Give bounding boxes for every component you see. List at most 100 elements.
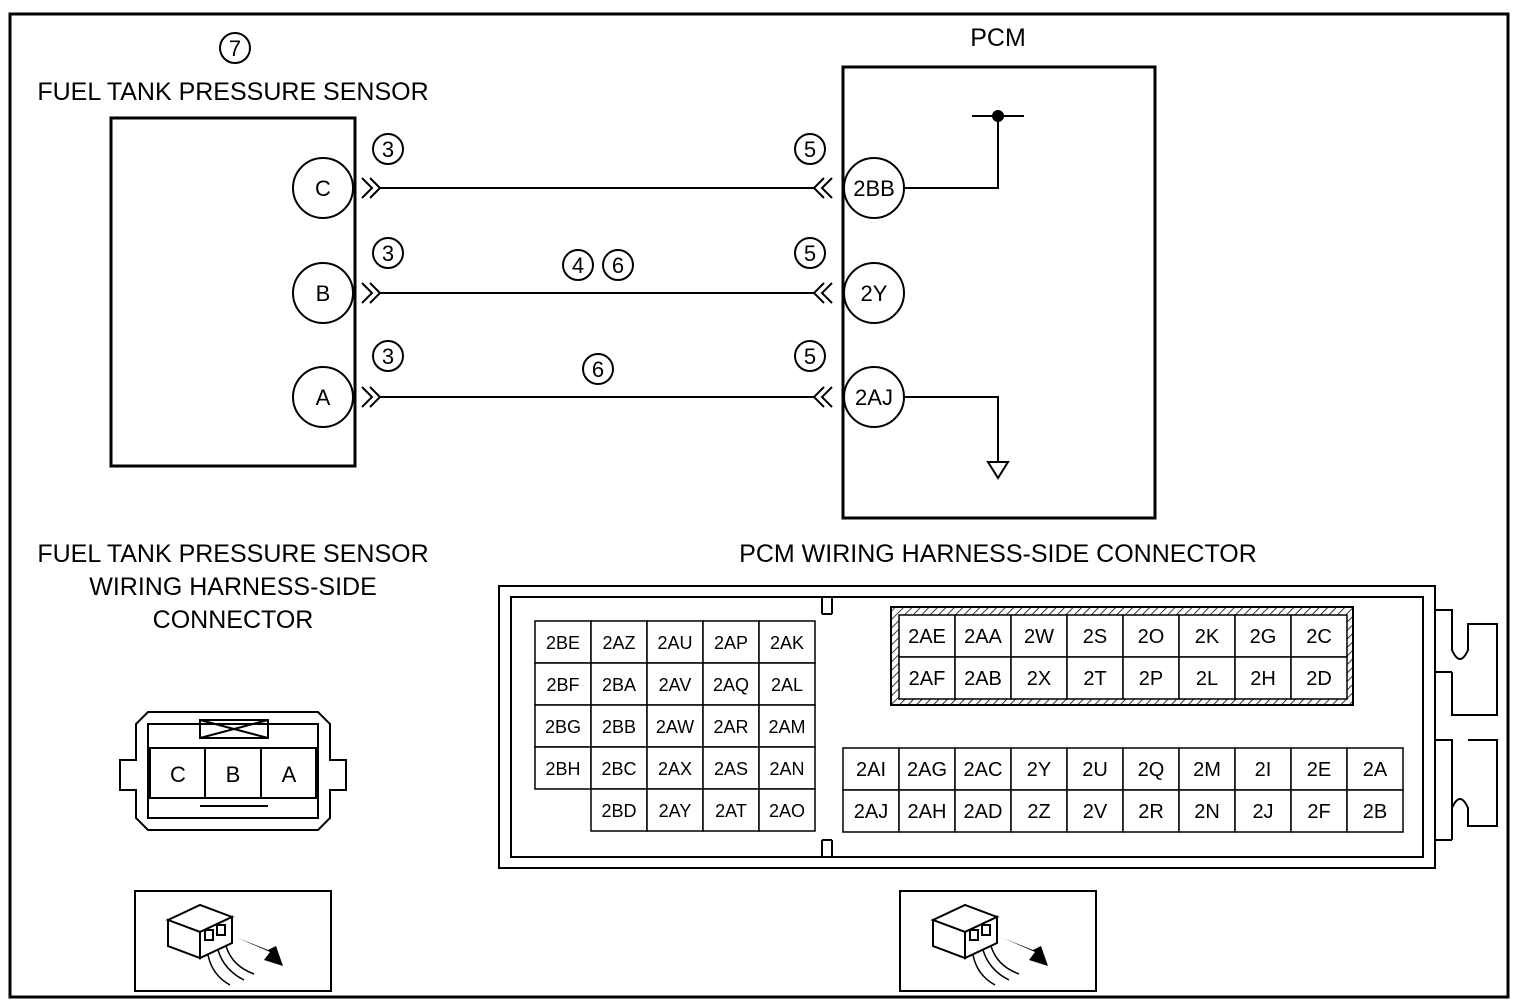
terminal-label: 2AG [907,759,947,781]
terminal-cell [758,662,816,706]
callout-pcm-2bb: 5 [794,133,826,165]
terminal-cell [954,789,1012,833]
terminal-cell [646,788,704,832]
terminal-cell [1346,789,1404,833]
terminal-label: 2AZ [602,633,635,653]
terminal-label: 2AU [657,633,692,653]
sensor-pin-a-label: A [316,385,331,410]
terminal-label: 2D [1306,668,1332,690]
sensor-callout: 7 [219,32,251,64]
callout-mid-a: 6 [582,353,614,385]
terminal-label: 2J [1252,801,1273,823]
callout-pcm-2aj-number: 5 [804,344,816,369]
callout-mid-b-1: 4 [562,249,594,281]
terminal-label: 2AJ [854,801,888,823]
terminal-label: 2BC [601,759,636,779]
sensor-pin-c-label: C [315,176,331,201]
terminal-cell [1122,656,1180,700]
sensor-connector-pin-c: C [170,762,186,787]
terminal-label: 2BG [545,717,581,737]
terminal-cell [590,788,648,832]
sensor-title: FUEL TANK PRESSURE SENSOR [37,78,428,106]
terminal-label: 2BA [602,675,636,695]
callout-mid-b-2: 6 [602,249,634,281]
terminal-cell [702,620,760,664]
terminal-label: 2BD [601,801,636,821]
callout-pcm-2y: 5 [794,237,826,269]
pcm-pin-2bb: 2BB [843,157,905,219]
terminal-label: 2V [1083,801,1108,823]
terminal-cell [954,656,1012,700]
sensor-connector-title-line-1: FUEL TANK PRESSURE SENSOR [37,540,428,568]
pcm-body [841,65,1157,520]
terminal-label: 2Z [1027,801,1050,823]
terminal-cell [1178,656,1236,700]
terminal-label: 2AB [964,668,1002,690]
terminal-cell [702,704,760,748]
sensor-pin-b: B [292,262,354,324]
callout-sensor-c-number: 3 [382,137,394,162]
terminal-label: 2AH [908,801,947,823]
pcm-connector-title: PCM WIRING HARNESS-SIDE CONNECTOR [739,540,1257,568]
connector-view-icon [134,890,332,992]
terminal-label: 2AV [659,675,692,695]
terminal-label: 2AD [964,801,1003,823]
sensor-pin-b-label: B [316,281,331,306]
terminal-cell [1122,789,1180,833]
terminal-label: 2K [1195,626,1220,648]
terminal-label: 2L [1196,668,1218,690]
pcm-title: PCM [970,24,1026,52]
terminal-label: 2M [1193,759,1221,781]
terminal-label: 2E [1307,759,1331,781]
pcm-pin-2aj-label: 2AJ [855,385,893,410]
sensor-body [109,116,357,468]
terminal-cell [1234,747,1292,791]
terminal-cell [702,746,760,790]
callout-mid-b-1-number: 4 [572,253,584,278]
terminal-cell [842,789,900,833]
terminal-cell [646,620,704,664]
terminal-label: 2BE [546,633,580,653]
terminal-label: 2U [1082,759,1108,781]
callout-sensor-c: 3 [372,133,404,165]
terminal-label: 2N [1194,801,1220,823]
callout-sensor-b: 3 [372,237,404,269]
sensor-connector-title: FUEL TANK PRESSURE SENSOR WIRING HARNESS… [37,540,428,634]
pcm-connector-housing [498,585,1498,869]
terminal-label: 2A [1363,759,1388,781]
pcm-pin-2y-label: 2Y [861,281,888,306]
terminal-label: 2B [1363,801,1387,823]
terminal-label: 2C [1306,626,1332,648]
terminal-label: 2W [1024,626,1054,648]
terminal-label: 2G [1250,626,1277,648]
callout-pcm-2y-number: 5 [804,241,816,266]
terminal-cell [1066,789,1124,833]
terminal-label: 2AE [908,626,946,648]
terminal-label: 2AY [659,801,692,821]
terminal-label: 2BH [545,759,580,779]
terminal-cell [1290,656,1348,700]
terminal-cell [1178,747,1236,791]
sensor-connector-pin-b: B [226,762,241,787]
terminal-label: 2AR [713,717,748,737]
terminal-cell [758,788,816,832]
terminal-cell [898,789,956,833]
terminal-label: 2BF [546,675,579,695]
callout-sensor-a-number: 3 [382,344,394,369]
terminal-cell [1066,656,1124,700]
terminal-label: 2S [1083,626,1107,648]
sensor-pin-c: C [292,157,354,219]
pcm-pin-2aj: 2AJ [843,366,905,428]
terminal-cell [898,656,956,700]
terminal-cell [534,704,592,748]
sensor-connector-title-line-3: CONNECTOR [153,606,314,634]
callout-mid-a-number: 6 [592,357,604,382]
ground-symbol [904,396,1010,480]
sensor-connector-marks [361,177,382,408]
sensor-connector-title-line-2: WIRING HARNESS-SIDE [89,573,377,601]
terminal-label: 2I [1255,759,1272,781]
terminal-cell [702,788,760,832]
